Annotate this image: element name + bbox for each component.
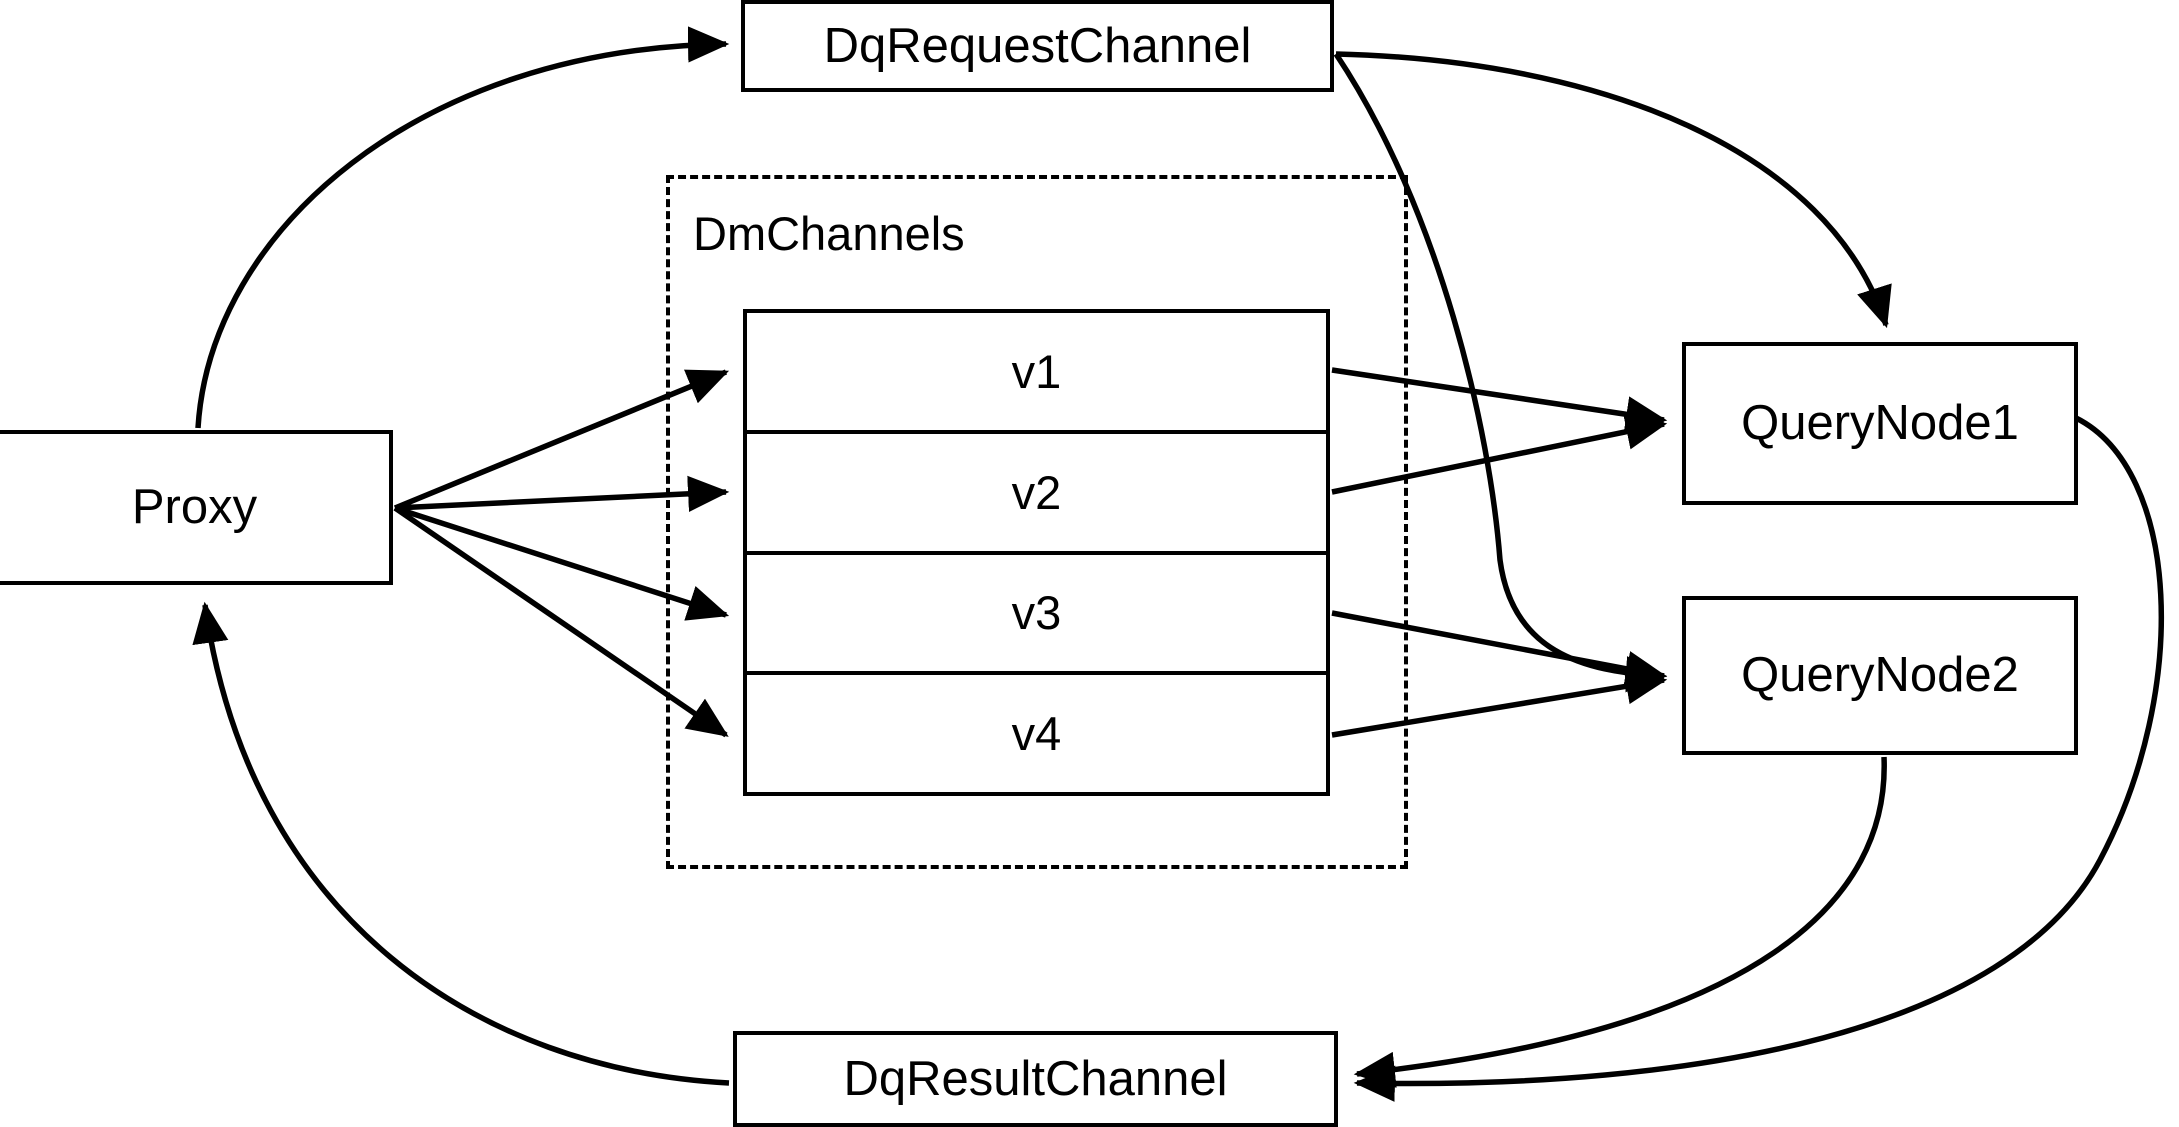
edge-querynode2-to-dq-result-channel [1353, 756, 1887, 1088]
node-dq-result-channel-label: DqResultChannel [843, 1051, 1228, 1106]
node-query-node-2-label: QueryNode2 [1741, 648, 2019, 702]
list-item[interactable]: v2 [747, 433, 1326, 555]
edge-dq-request-channel-to-querynode1 [1335, 51, 1892, 329]
edge-v3-to-querynode2 [1331, 610, 1668, 687]
group-dm-channels [666, 175, 1408, 869]
node-query-node-2[interactable]: QueryNode2 [1682, 596, 2078, 755]
dm-channel-label: v2 [1011, 465, 1062, 519]
edge-v2-to-querynode1 [1331, 413, 1668, 495]
list-item[interactable]: v4 [747, 675, 1326, 792]
edge-proxy-to-v3 [394, 505, 730, 621]
node-query-node-1-label: QueryNode1 [1741, 396, 2019, 450]
node-dq-request-channel[interactable]: DqRequestChannel [741, 0, 1334, 92]
dm-channel-label: v4 [1011, 707, 1062, 761]
dm-channel-list: v1 v2 v3 v4 [743, 309, 1330, 796]
group-dm-channels-label: DmChannels [693, 207, 965, 260]
edge-querynode1-to-dq-result-channel [1353, 415, 2164, 1102]
node-dq-result-channel[interactable]: DqResultChannel [733, 1031, 1338, 1127]
dm-channel-label: v1 [1011, 344, 1062, 398]
edge-proxy-to-dq-request-channel [195, 26, 730, 429]
edge-proxy-to-v4 [393, 505, 729, 738]
node-proxy[interactable]: Proxy [0, 430, 393, 585]
edge-v1-to-querynode1 [1331, 367, 1668, 433]
node-dq-request-channel-label: DqRequestChannel [823, 18, 1252, 73]
edge-proxy-to-v2 [394, 475, 730, 512]
node-query-node-1[interactable]: QueryNode1 [1682, 342, 2078, 505]
edge-proxy-to-v1 [393, 369, 730, 511]
edge-dq-result-channel-to-proxy [192, 601, 730, 1086]
list-item[interactable]: v3 [747, 554, 1326, 676]
dm-channel-label: v3 [1011, 586, 1062, 640]
list-item[interactable]: v1 [747, 313, 1326, 434]
edge-v4-to-querynode2 [1331, 668, 1668, 738]
node-proxy-label: Proxy [131, 480, 258, 534]
